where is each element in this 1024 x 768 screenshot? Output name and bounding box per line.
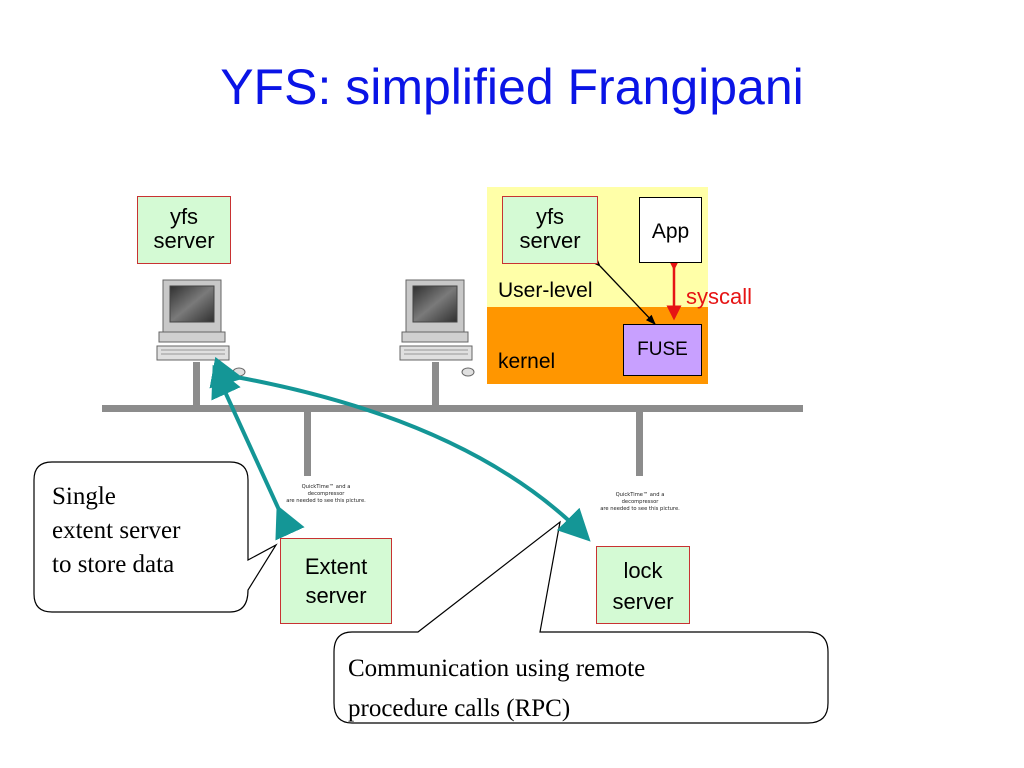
app-label: App — [651, 220, 690, 243]
callout-rpc-text: Communication using remote procedure cal… — [348, 649, 645, 729]
syscall-label: syscall — [686, 284, 753, 309]
qt-line2: decompressor — [307, 491, 345, 497]
callout-extent-line1: Single — [52, 483, 116, 510]
kernel-label: kernel — [498, 350, 556, 373]
callout-rpc-line1: Communication using remote — [348, 655, 646, 682]
extent-server-line1: Extent — [304, 554, 368, 579]
callout-extent-line3: to store data — [52, 551, 175, 578]
rpc-arrows — [209, 356, 591, 542]
computer-icon — [399, 279, 475, 377]
user-level-label: User-level — [498, 279, 593, 302]
computer-icon — [156, 279, 246, 377]
yfs-server-left: yfs server — [137, 196, 231, 264]
yfs-fuse-arrow — [590, 256, 656, 325]
lock-server-line1: lock — [623, 558, 663, 583]
app-box: App — [639, 197, 702, 263]
qt-line3: are needed to see this picture. — [600, 506, 680, 512]
callout-extent-text: Single extent server to store data — [52, 480, 180, 582]
callout-extent-line2: extent server — [52, 517, 181, 544]
page-title: YFS: simplified Frangipani — [220, 59, 804, 115]
yfs-server-left-line2: server — [153, 228, 215, 253]
quicktime-placeholder-lock: QuickTime™ and a decompressor are needed… — [590, 492, 690, 513]
qt-line1: QuickTime™ and a — [301, 484, 351, 490]
callout-bubble-rpc — [333, 520, 829, 724]
callout-rpc-line2: procedure calls (RPC) — [348, 695, 571, 722]
yfs-server-client-line1: yfs — [535, 204, 565, 229]
qt-line2: decompressor — [621, 499, 659, 505]
lock-server: lock server — [596, 546, 690, 624]
lock-server-line2: server — [612, 589, 674, 614]
network-bus — [102, 362, 803, 476]
extent-server-line2: server — [305, 583, 367, 608]
fuse-box: FUSE — [623, 324, 702, 376]
extent-server: Extent server — [280, 538, 392, 624]
yfs-server-client: yfs server — [502, 196, 598, 264]
qt-line3: are needed to see this picture. — [286, 498, 366, 504]
yfs-server-client-line2: server — [519, 228, 581, 253]
qt-line1: QuickTime™ and a — [615, 492, 665, 498]
fuse-label: FUSE — [637, 339, 688, 360]
quicktime-placeholder-extent: QuickTime™ and a decompressor are needed… — [276, 484, 376, 505]
yfs-server-left-line1: yfs — [169, 204, 199, 229]
